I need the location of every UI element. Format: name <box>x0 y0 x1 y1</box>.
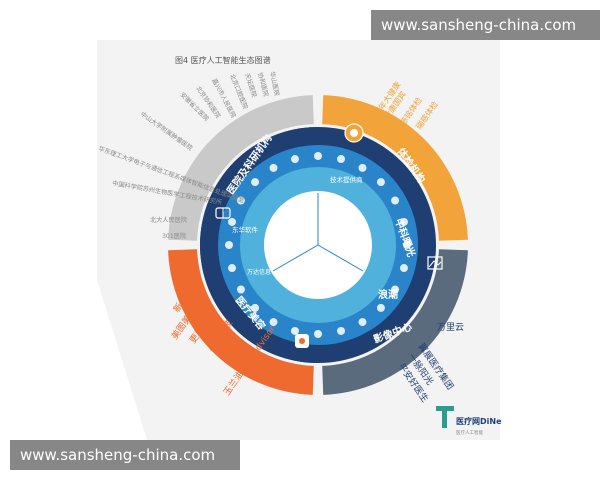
logo-subtext: 医疗人工智能 <box>456 429 483 436</box>
ring-left-dark <box>200 127 318 363</box>
ring-dot <box>290 326 299 335</box>
inner-line-2 <box>272 244 319 272</box>
ring-dot <box>358 163 367 172</box>
ring-dot <box>314 152 322 160</box>
checkup-icon <box>344 123 364 143</box>
diagram-title: 图4 医疗人工智能生态图谱 <box>175 55 271 65</box>
ring-dot <box>251 178 260 187</box>
ring-dot <box>228 217 237 226</box>
ring-dot <box>399 217 408 226</box>
watermark-top: www.sansheng-china.com <box>371 10 600 40</box>
imaging-item-0: 万里云 <box>437 322 464 333</box>
ring-dot <box>358 318 367 327</box>
watermark-bottom: www.sansheng-china.com <box>10 440 240 470</box>
ring-dot <box>290 155 299 164</box>
ring-label-langchao: 浪潮 <box>378 288 398 301</box>
ring-dot <box>337 155 346 164</box>
ring-dot <box>236 196 245 205</box>
beauty-icon <box>295 334 309 348</box>
ring-dot <box>399 264 408 273</box>
ring-dot <box>314 330 322 338</box>
hospital-item-0: 北大人民医院 <box>150 216 187 224</box>
ring-label-donghua: 东华软件 <box>232 225 259 234</box>
ring-label-wanda: 万达信息 <box>247 268 271 276</box>
ring-dot <box>391 196 400 205</box>
sector-checkup <box>322 95 468 241</box>
logo-text: 医疗网DiNe <box>456 416 502 426</box>
hospital-icon <box>215 207 231 219</box>
sector-hospital <box>168 95 314 241</box>
brand-logo: 医疗网DiNe 医疗人工智能 <box>436 406 502 436</box>
ring-dots <box>225 152 411 338</box>
ring-dot <box>225 241 233 249</box>
sector-imaging <box>322 249 468 395</box>
ring-dot <box>337 326 346 335</box>
ring-dot <box>251 303 260 312</box>
outer-sectors <box>168 95 468 395</box>
ring-dot <box>269 163 278 172</box>
hospital-item-1: 301医院 <box>162 232 186 240</box>
ring-dot <box>269 318 278 327</box>
ring-dot <box>376 303 385 312</box>
ring-dot <box>236 285 245 294</box>
inner-line-3 <box>317 244 364 272</box>
ring-dot <box>228 264 237 273</box>
ring-dot <box>391 285 400 294</box>
ring-label-jishu: 技术提供商 <box>330 175 363 184</box>
sector-beauty <box>168 249 314 395</box>
imaging-icon <box>427 256 443 270</box>
ring-dot <box>403 241 411 249</box>
ring-dot <box>376 178 385 187</box>
